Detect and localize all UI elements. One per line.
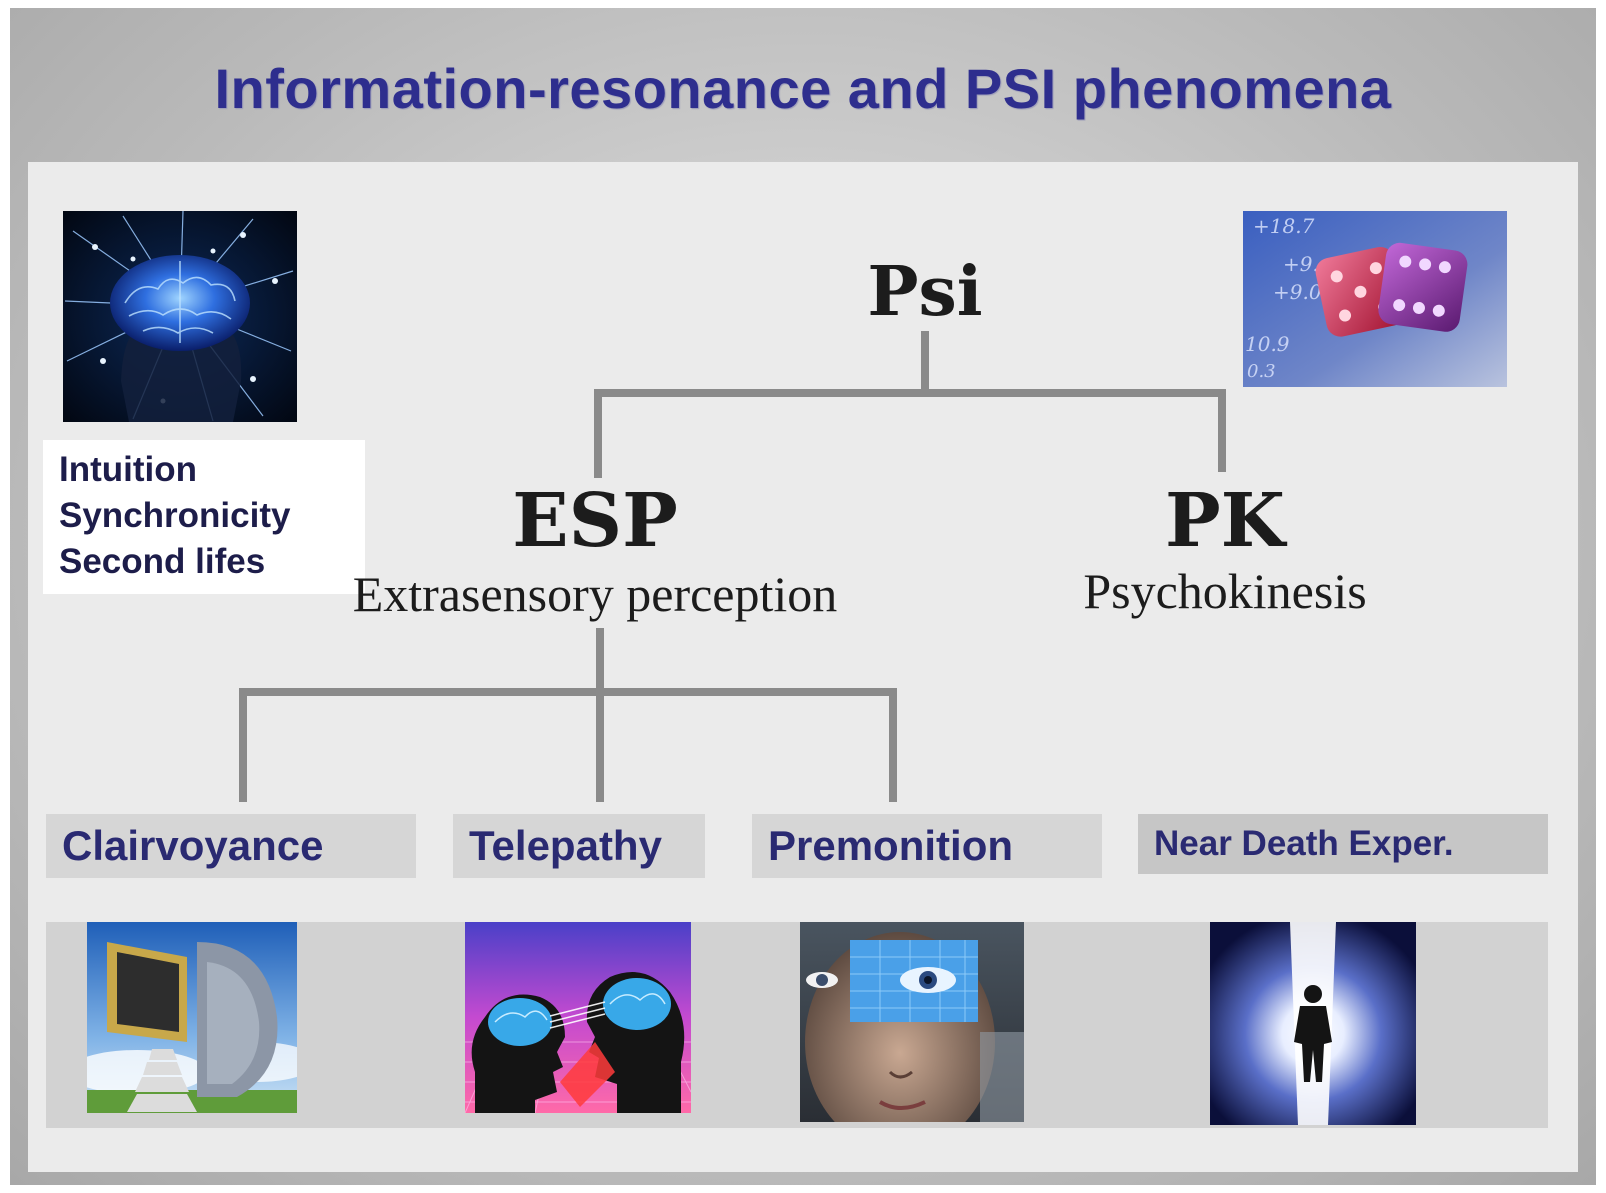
dice-number: +9. [1283, 252, 1319, 276]
node-psi: Psi [867, 252, 983, 332]
phenomena-list: Intuition Synchronicity Second lifes [43, 440, 365, 594]
dice-number: 0.3 [1247, 361, 1276, 382]
clairvoyance-image [87, 922, 297, 1113]
dice-number: +18.7 [1253, 214, 1315, 238]
category-premonition: Premonition [752, 814, 1102, 878]
near-death-image [1210, 922, 1416, 1125]
list-item-synchronicity: Synchronicity [59, 496, 291, 535]
dice-number: +9.0 [1273, 280, 1322, 304]
node-pk: PK [1165, 478, 1285, 564]
dice-number: 10.9 [1245, 332, 1290, 356]
node-pk-subtitle: Psychokinesis [1083, 563, 1367, 619]
brain-network-image [63, 211, 297, 422]
node-esp-subtitle: Extrasensory perception [352, 566, 838, 622]
list-item-second-lifes: Second lifes [59, 542, 266, 581]
slide-title: Information-resonance and PSI phenomena [214, 57, 1392, 120]
premonition-image [800, 922, 1024, 1122]
category-telepathy: Telepathy [453, 814, 705, 878]
list-item-intuition: Intuition [59, 450, 198, 489]
dice-image: +18.7 +9. +9.0 10.9 0.3 [1243, 211, 1507, 387]
telepathy-image [465, 922, 691, 1113]
node-esp: ESP [512, 478, 678, 564]
category-near-death: Near Death Exper. [1138, 814, 1548, 874]
category-clairvoyance: Clairvoyance [46, 814, 416, 878]
